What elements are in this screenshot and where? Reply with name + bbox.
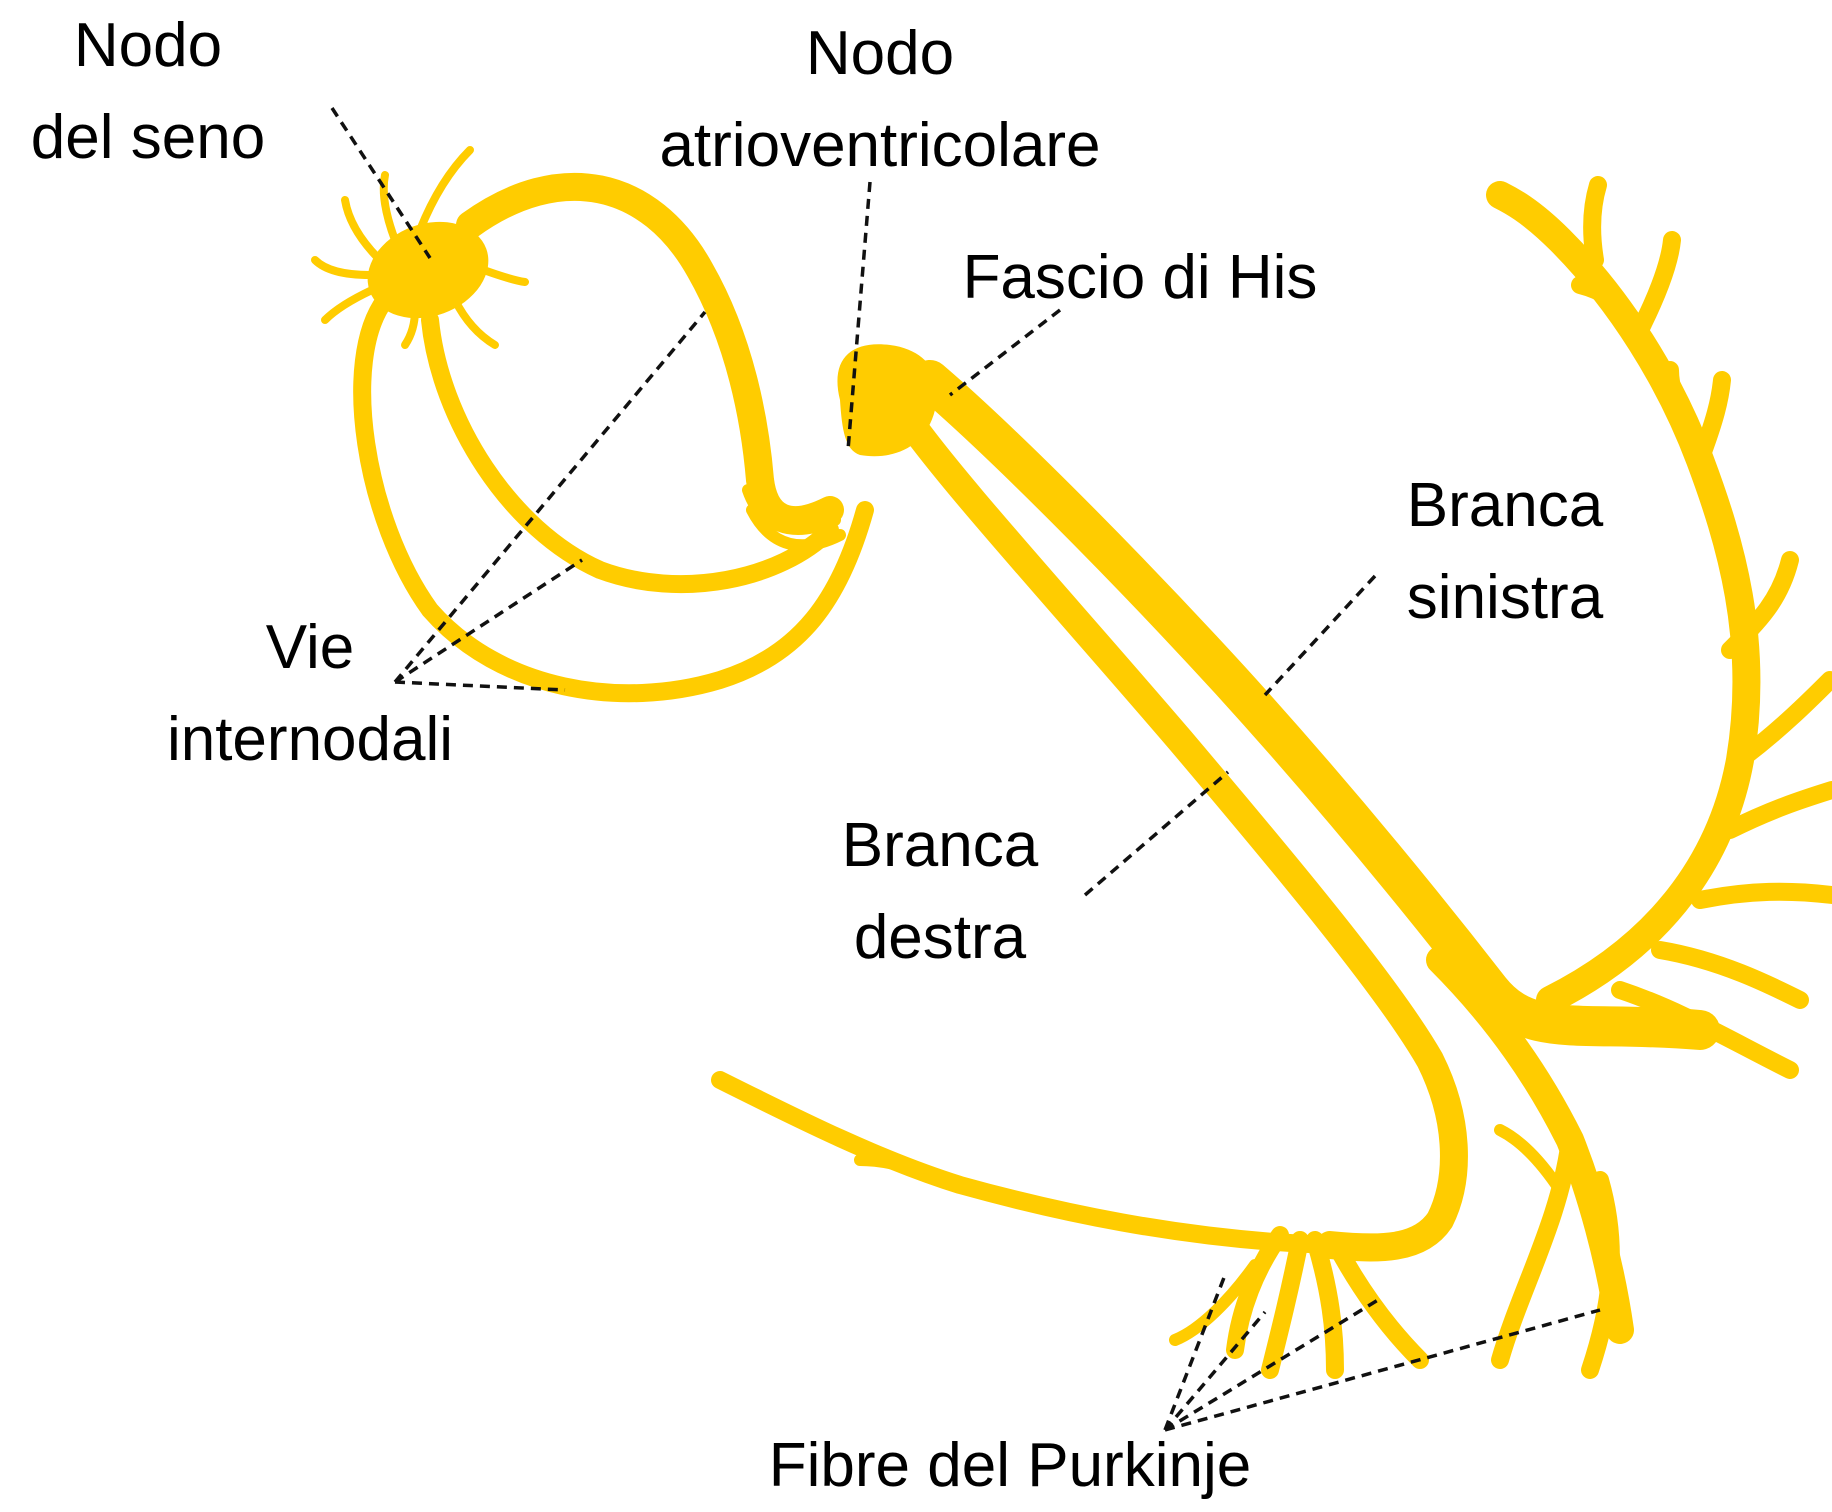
label-right-branch-line-2: destra — [830, 892, 1050, 984]
label-left-branch-line-2: sinistra — [1390, 552, 1620, 644]
label-left-branch-line-1: Branca — [1390, 460, 1620, 552]
label-av-node-line-2: atrioventricolare — [620, 100, 1140, 192]
conduction-fibers — [315, 150, 1832, 1370]
label-internodal-line-2: internodali — [140, 694, 480, 786]
label-his-bundle: Fascio di His — [940, 232, 1340, 324]
label-av-node-line-1: Nodo — [620, 8, 1140, 100]
leader-right-branch — [1085, 772, 1228, 895]
label-purkinje: Fibre del Purkinje — [740, 1420, 1280, 1512]
label-av-node: Nodo atrioventricolare — [620, 8, 1140, 192]
leader-purkinje-3 — [1165, 1300, 1378, 1430]
label-internodal: Vie internodali — [140, 602, 480, 786]
label-his-bundle-line-1: Fascio di His — [940, 232, 1340, 324]
leader-purkinje-2 — [1165, 1312, 1265, 1430]
label-left-branch: Branca sinistra — [1390, 460, 1620, 644]
label-sa-node-line-2: del seno — [18, 92, 278, 184]
label-right-branch-line-1: Branca — [830, 800, 1050, 892]
leader-left-branch — [1265, 576, 1375, 695]
leader-purkinje-1 — [1165, 1275, 1225, 1430]
label-internodal-line-1: Vie — [140, 602, 480, 694]
label-sa-node-line-1: Nodo — [18, 0, 278, 92]
label-sa-node: Nodo del seno — [18, 0, 278, 184]
label-purkinje-line-1: Fibre del Purkinje — [740, 1420, 1280, 1512]
label-right-branch: Branca destra — [830, 800, 1050, 984]
